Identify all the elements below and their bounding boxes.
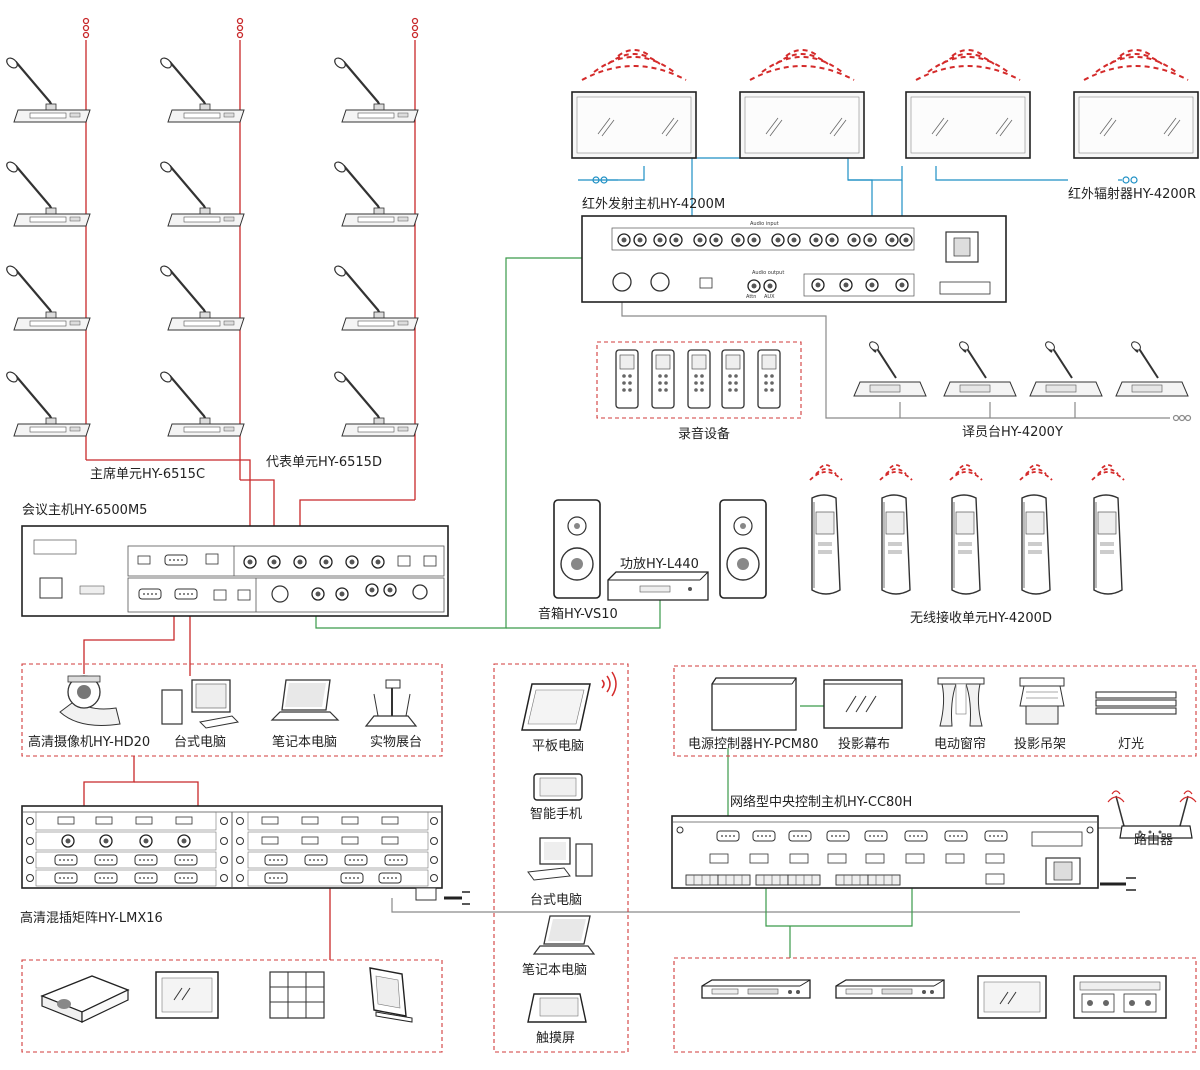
- hd-camera-icon: [59, 675, 121, 726]
- desktop-pc-label-2: 台式电脑: [530, 893, 582, 908]
- electric-curtain-icon: [937, 677, 985, 727]
- recording-device-label: 录音设备: [678, 426, 730, 442]
- projector-lift-icon: [1019, 677, 1065, 725]
- laptop-icon-2: [532, 915, 596, 955]
- document-camera-icon: [364, 679, 418, 727]
- central-control-label: 网络型中央控制主机HY-CC80H: [730, 794, 912, 810]
- tablet-icon: [521, 683, 591, 731]
- hd-matrix-label: 高清混插矩阵HY-LMX16: [20, 910, 163, 926]
- lighting-label: 灯光: [1118, 737, 1144, 752]
- delegate-unit-column-1: [157, 54, 246, 438]
- ir-radiator-label: 红外辐射器HY-4200R: [1068, 186, 1196, 202]
- central-control-host: [671, 815, 1136, 891]
- projection-screen-icon: [823, 679, 903, 729]
- router-icon: [1107, 790, 1197, 839]
- tv-monitor-icon: [977, 975, 1047, 1019]
- lighting-icon: [1095, 691, 1177, 715]
- amplifier: [607, 571, 709, 601]
- projection-screen-label: 投影幕布: [838, 736, 890, 752]
- chairman-unit-label: 主席单元HY-6515C: [90, 466, 205, 482]
- input-sources-box: [21, 663, 443, 757]
- output-displays-box: [21, 959, 443, 1053]
- interpreter-desk-group: [853, 339, 1189, 397]
- dvd-player-icon-1: [701, 979, 811, 999]
- attn-text: Attn: [746, 294, 756, 300]
- delegate-unit-column-2: [331, 54, 420, 438]
- document-camera-label: 实物展台: [370, 735, 422, 750]
- power-controller-icon: [711, 677, 797, 731]
- conference-host: [21, 525, 449, 617]
- smartphone-label: 智能手机: [530, 807, 582, 822]
- recording-device-box: [596, 341, 802, 419]
- touch-display-icon: [369, 967, 413, 1023]
- laptop-icon: [270, 679, 340, 721]
- ir-radiator-group: [571, 49, 1199, 159]
- router-label: 路由器: [1134, 832, 1173, 848]
- conference-host-label: 会议主机HY-6500M5: [22, 503, 147, 518]
- aux-text: AUX: [764, 294, 775, 300]
- power-controller-label: 电源控制器HY-PCM80: [688, 737, 819, 752]
- monitor-icon: [155, 971, 219, 1019]
- speaker-right: [719, 499, 767, 599]
- speaker-label: 音箱HY-VS10: [538, 606, 618, 622]
- ir-transmitter: Audio input Audio output Attn AUX: [581, 215, 1007, 303]
- desktop-pc-icon: [161, 679, 240, 729]
- controlled-devices-box: [673, 665, 1197, 757]
- interpreter-desk-label: 译员台HY-4200Y: [962, 425, 1063, 440]
- dvd-player-icon-2: [835, 979, 945, 999]
- amplifier-label: 功放HY-L440: [620, 557, 699, 572]
- tablet-label: 平板电脑: [532, 739, 584, 754]
- wireless-receiver-label: 无线接收单元HY-4200D: [910, 610, 1052, 626]
- touch-screen-icon: [527, 993, 587, 1023]
- delegate-unit-label: 代表单元HY-6515D: [266, 455, 382, 470]
- av-devices-box: [673, 957, 1197, 1053]
- speaker-left: [553, 499, 601, 599]
- hd-matrix: [21, 805, 470, 905]
- projector-icon: [40, 975, 130, 1023]
- laptop-label: 笔记本电脑: [272, 734, 337, 750]
- video-wall-icon: [269, 971, 325, 1019]
- laptop-label-2: 笔记本电脑: [522, 962, 587, 978]
- wireless-receiver-group: [809, 464, 1125, 595]
- chairman-unit-column: [3, 54, 92, 438]
- audio-input-text: Audio input: [750, 221, 779, 227]
- cassette-deck-icon: [1073, 975, 1167, 1019]
- touch-screen-label: 触摸屏: [536, 1031, 575, 1046]
- ir-transmitter-label: 红外发射主机HY-4200M: [582, 196, 725, 212]
- projector-lift-label: 投影吊架: [1014, 736, 1066, 752]
- hd-camera-label: 高清摄像机HY-HD20: [28, 734, 150, 750]
- mobile-devices-box: [493, 663, 629, 1053]
- audio-output-text: Audio output: [752, 270, 784, 276]
- smartphone-icon: [533, 773, 583, 801]
- electric-curtain-label: 电动窗帘: [934, 736, 986, 752]
- desktop-pc-icon-2: [527, 837, 593, 881]
- desktop-pc-label: 台式电脑: [174, 735, 226, 750]
